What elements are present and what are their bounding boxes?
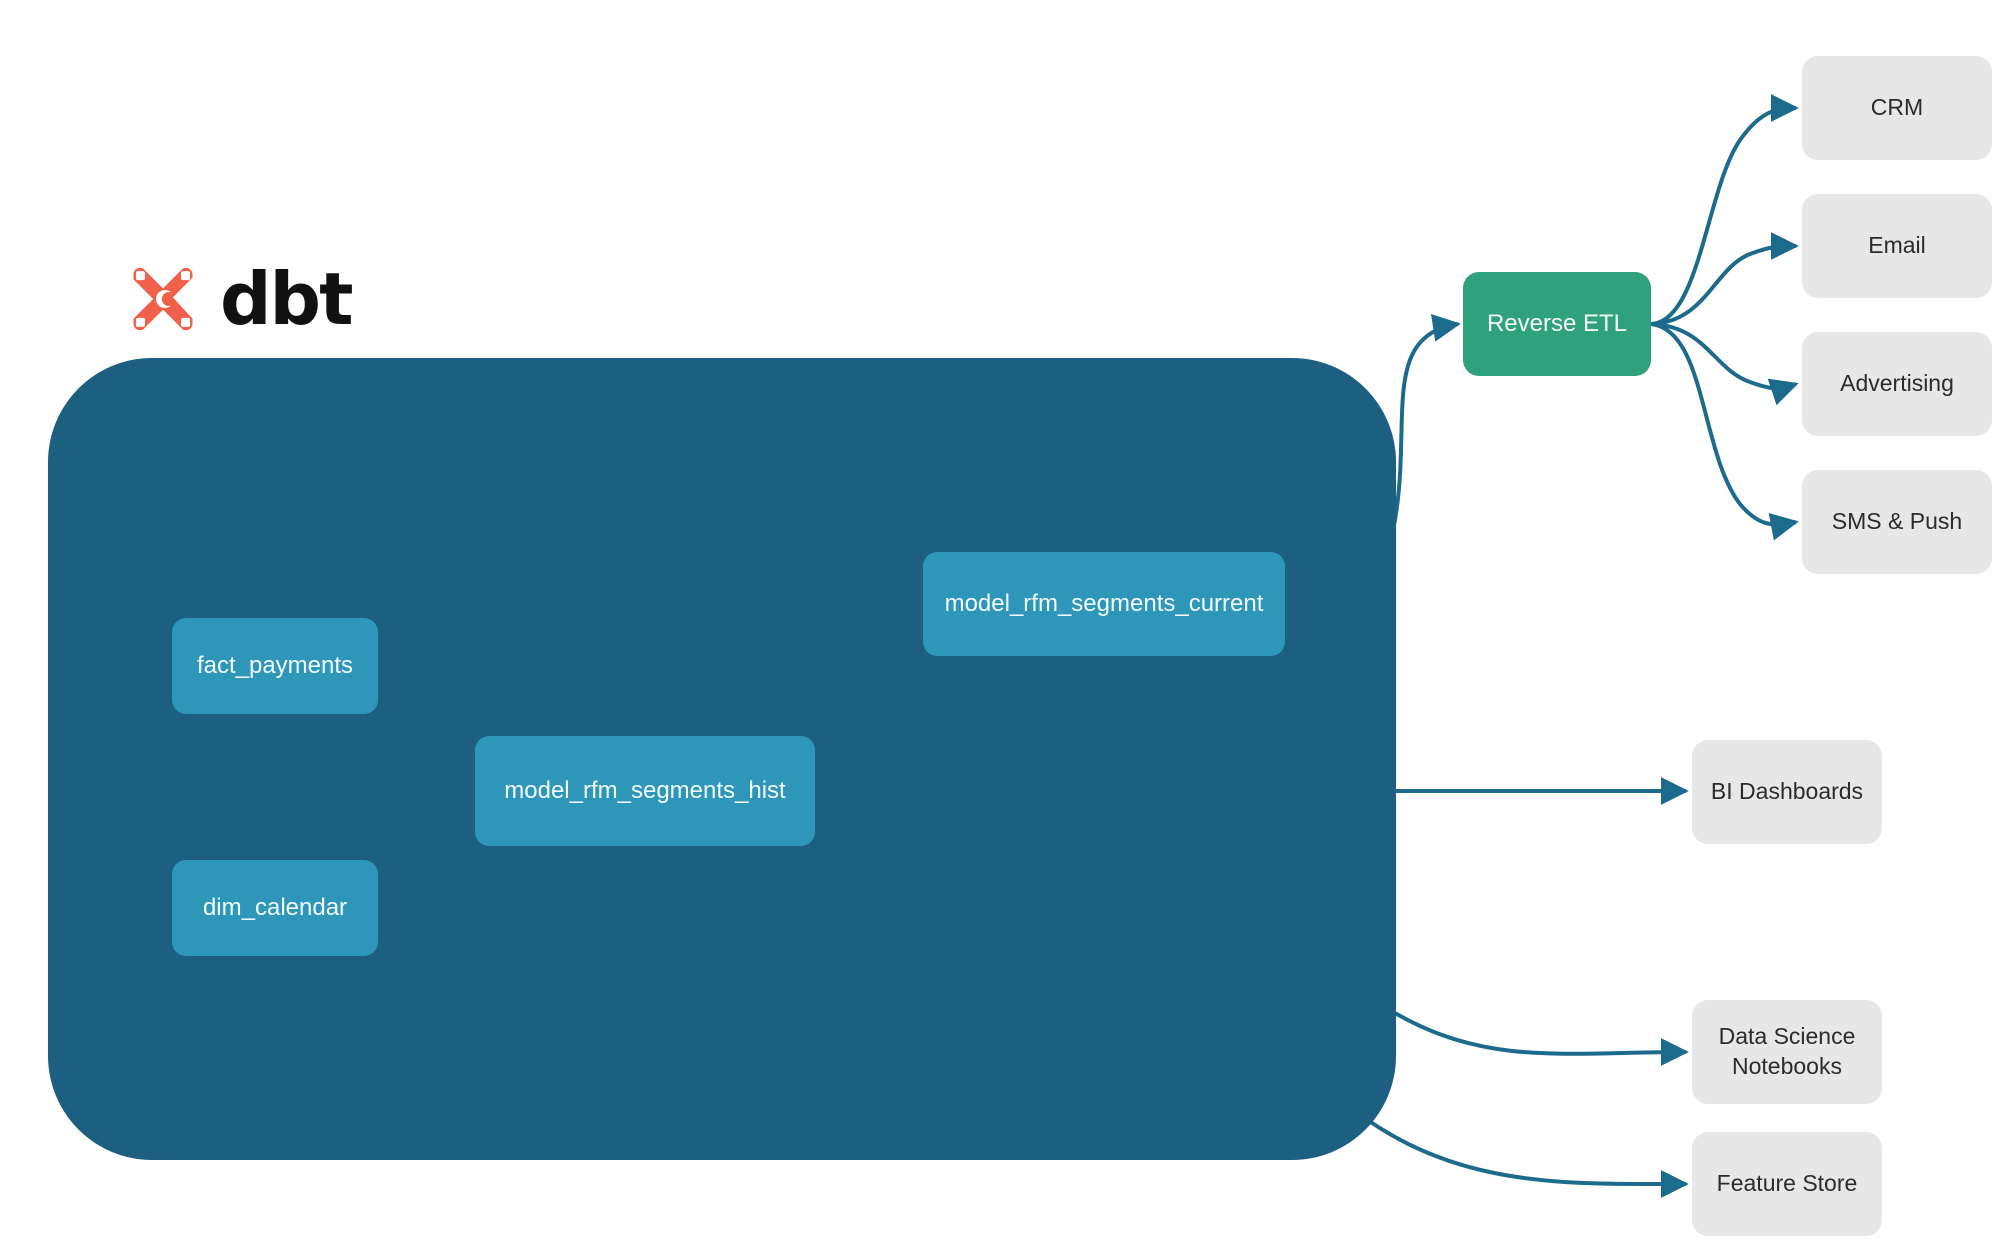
node-label: Reverse ETL	[1486, 310, 1628, 337]
node-label: model_rfm_segments_hist	[504, 777, 786, 804]
node-label: Advertising	[1840, 370, 1954, 397]
node-model-rfm-segments-current[interactable]: model_rfm_segments_current	[923, 552, 1285, 656]
node-label-line1: Data Science	[1718, 1023, 1856, 1050]
node-crm[interactable]: CRM	[1802, 56, 1992, 160]
node-label-wrap: Data Science Notebooks	[1719, 1022, 1856, 1082]
node-label: BI Dashboards	[1710, 778, 1864, 805]
node-label: model_rfm_segments_current	[944, 590, 1264, 617]
node-label: fact_payments	[196, 652, 354, 679]
node-label: dim_calendar	[202, 894, 348, 921]
node-reverse-etl[interactable]: Reverse ETL	[1463, 272, 1651, 376]
node-email[interactable]: Email	[1802, 194, 1992, 298]
dbt-brand: dbt	[122, 257, 353, 341]
node-label-line2: Notebooks	[1732, 1053, 1842, 1079]
node-label: Feature Store	[1716, 1170, 1858, 1197]
node-feature-store[interactable]: Feature Store	[1692, 1132, 1882, 1236]
dbt-logo-icon	[133, 267, 193, 331]
node-fact-payments[interactable]: fact_payments	[172, 618, 378, 714]
node-label: SMS & Push	[1831, 508, 1963, 535]
node-model-rfm-segments-hist[interactable]: model_rfm_segments_hist	[475, 736, 815, 846]
node-advertising[interactable]: Advertising	[1802, 332, 1992, 436]
node-dim-calendar[interactable]: dim_calendar	[172, 860, 378, 956]
node-bi-dashboards[interactable]: BI Dashboards	[1692, 740, 1882, 844]
node-label: CRM	[1870, 94, 1924, 121]
reverse-etl-output-edges	[1650, 94, 1799, 541]
node-sms-push[interactable]: SMS & Push	[1802, 470, 1992, 574]
dbt-wordmark: dbt	[220, 257, 353, 341]
node-label: Email	[1868, 232, 1926, 259]
node-data-science-notebooks[interactable]: Data Science Notebooks	[1692, 1000, 1882, 1104]
